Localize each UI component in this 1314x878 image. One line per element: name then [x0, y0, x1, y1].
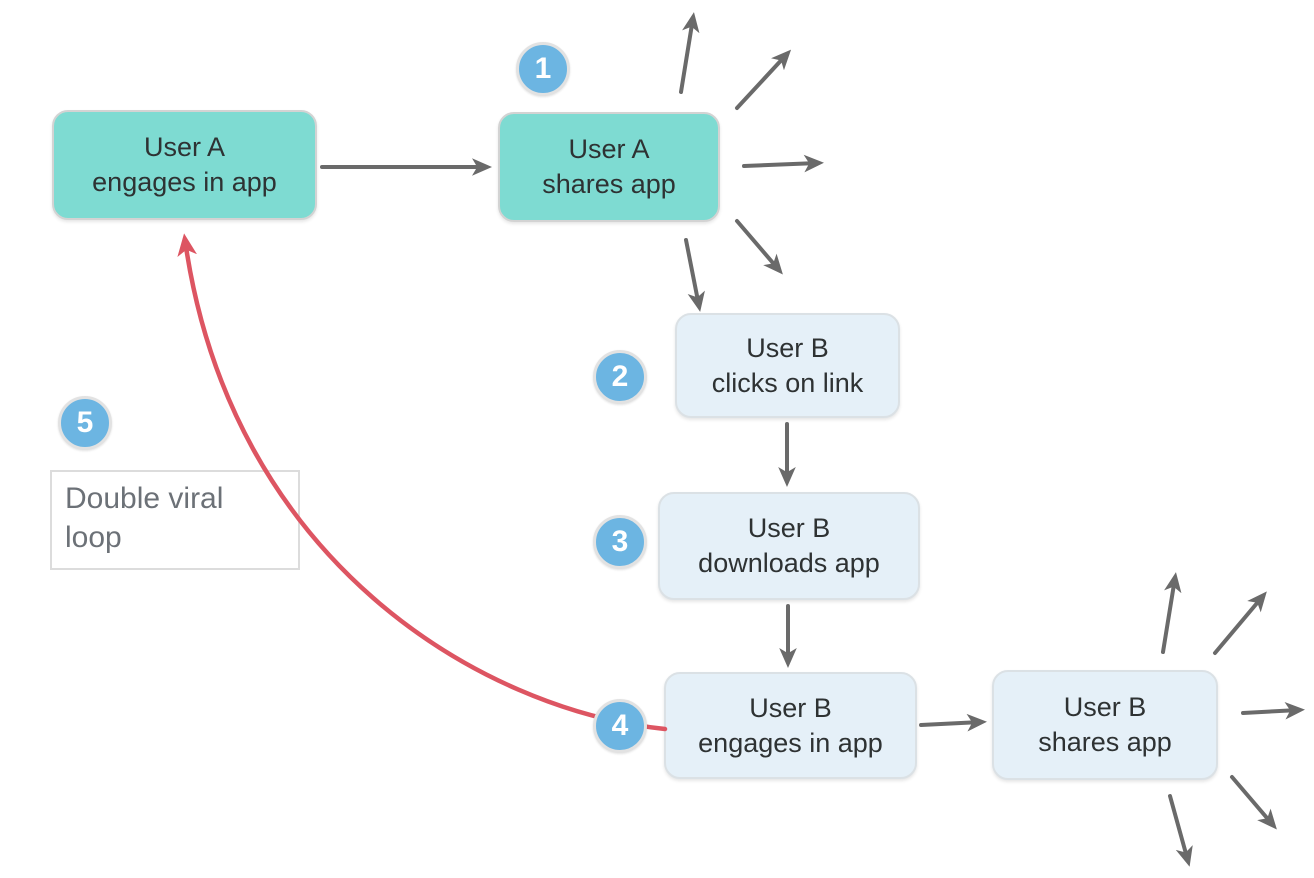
node-user-b-shares: User B shares app	[992, 670, 1218, 780]
arrow-b-engages-to-b-shares	[919, 713, 987, 732]
step-badge-2: 2	[593, 350, 647, 404]
broadcast-arrow-b-up	[1161, 572, 1182, 654]
step-badge-3: 3	[593, 515, 647, 569]
node-label-line2: engages in app	[698, 727, 883, 758]
broadcast-arrow-b-right	[1241, 701, 1305, 720]
broadcast-arrow-b-down	[1168, 794, 1193, 867]
node-label-line1: User B	[747, 513, 831, 543]
badge-number: 5	[76, 406, 94, 439]
node-label-line2: engages in app	[92, 167, 277, 197]
step-badge-4: 4	[593, 699, 647, 753]
broadcast-arrow-a-down-right	[735, 219, 783, 275]
node-label-line2: shares app	[542, 169, 676, 199]
node-label-line1: User B	[749, 692, 832, 723]
node-label-line1: User A	[143, 132, 226, 162]
node-user-b-engages: User B engages in app	[664, 672, 917, 779]
double-viral-loop-label: Double viral loop	[50, 470, 300, 570]
node-user-b-downloads: User B downloads app	[658, 492, 920, 600]
broadcast-arrow-b-up-right	[1213, 591, 1267, 655]
node-label-line2: clicks on link	[711, 367, 864, 398]
badge-number: 2	[611, 360, 629, 393]
badge-number: 4	[611, 709, 629, 742]
node-user-a-shares: User A shares app	[498, 112, 720, 222]
broadcast-arrow-a-up-right	[735, 49, 792, 110]
node-user-a-engages: User A engages in app	[52, 110, 317, 220]
broadcast-arrow-b-down-right	[1230, 775, 1277, 830]
step-badge-5: 5	[58, 396, 112, 450]
broadcast-arrow-a-right	[742, 154, 824, 173]
step-badge-1: 1	[516, 42, 570, 96]
node-label-line1: User B	[1063, 692, 1147, 722]
annotation-line1: Double viral	[65, 482, 224, 515]
node-label-line2: shares app	[1038, 727, 1172, 757]
annotation-line2: loop	[65, 521, 122, 554]
node-label-line1: User B	[746, 332, 829, 363]
badge-number: 3	[611, 525, 629, 558]
arrow-a-shares-to-b-clicks	[684, 238, 705, 312]
broadcast-arrow-a-up	[679, 12, 700, 94]
node-user-b-clicks: User B clicks on link	[675, 313, 900, 418]
node-label-line2: downloads app	[698, 548, 880, 578]
node-label-line1: User A	[568, 134, 650, 164]
badge-number: 1	[534, 52, 552, 85]
